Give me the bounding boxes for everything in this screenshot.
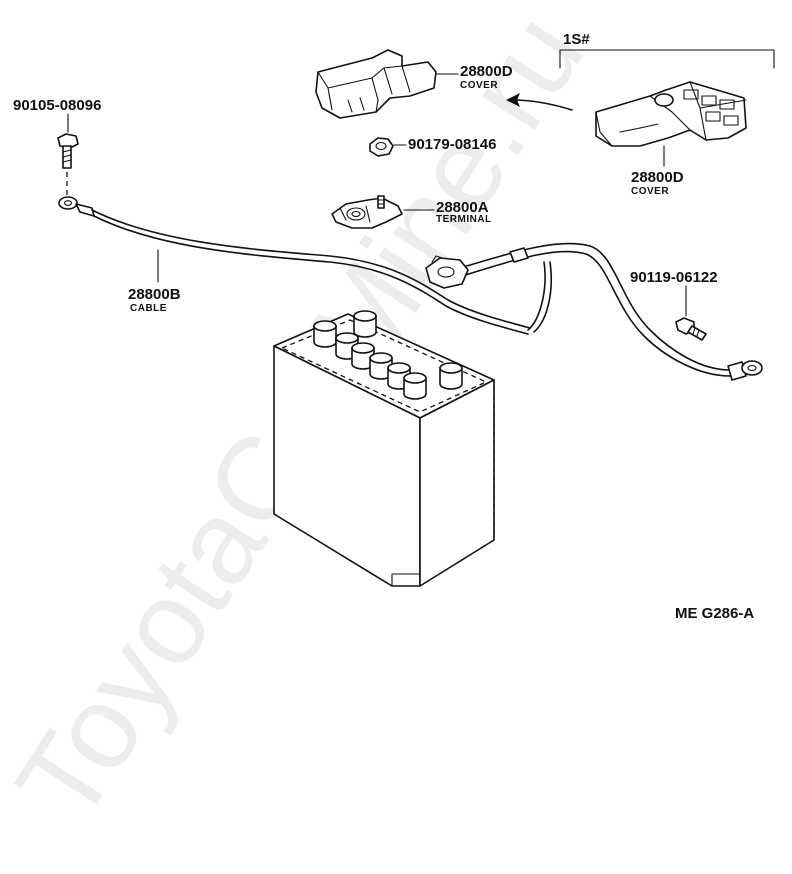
part-name-terminal: TERMINAL <box>436 214 492 225</box>
battery-cell-caps <box>313 320 427 400</box>
part-label-bolt-left: 90105-08096 <box>13 97 101 133</box>
part-number-cover-1s: 28800D <box>631 169 684 186</box>
bolt-left-drawing <box>57 133 79 169</box>
part-label-terminal: 28800A TERMINAL <box>403 199 492 225</box>
part-number-cover-top: 28800D <box>460 63 513 80</box>
part-number-bolt-left: 90105-08096 <box>13 97 101 114</box>
bolt-right-drawing <box>675 317 707 341</box>
cover-1s-drawing <box>595 81 747 147</box>
part-number-bolt-right: 90119-06122 <box>630 269 718 286</box>
part-label-cable: 28800B CABLE <box>128 249 181 314</box>
cable-drawing <box>58 196 763 381</box>
terminal-drawing <box>331 195 403 229</box>
part-label-cover-1s: 28800D COVER <box>631 145 684 197</box>
figure-code: ME G286-A <box>675 605 754 622</box>
cover-top-drawing <box>315 49 437 119</box>
part-name-cover-top: COVER <box>460 80 498 91</box>
part-name-cover-1s: COVER <box>631 186 669 197</box>
group-bracket-1s: 1S# <box>559 31 775 69</box>
battery-posts <box>353 310 463 390</box>
battery-drawing <box>273 310 495 587</box>
part-label-nut: 90179-08146 <box>393 136 496 153</box>
part-name-cable: CABLE <box>130 303 167 314</box>
part-number-terminal: 28800A <box>436 199 489 216</box>
nut-drawing <box>369 137 394 157</box>
part-label-bolt-right: 90119-06122 <box>630 269 718 317</box>
group-label: 1S# <box>563 31 590 48</box>
replacement-arrow <box>506 93 573 111</box>
part-number-nut: 90179-08146 <box>408 136 496 153</box>
part-number-cable: 28800B <box>128 286 181 303</box>
part-label-cover-top: 28800D COVER <box>435 63 513 91</box>
